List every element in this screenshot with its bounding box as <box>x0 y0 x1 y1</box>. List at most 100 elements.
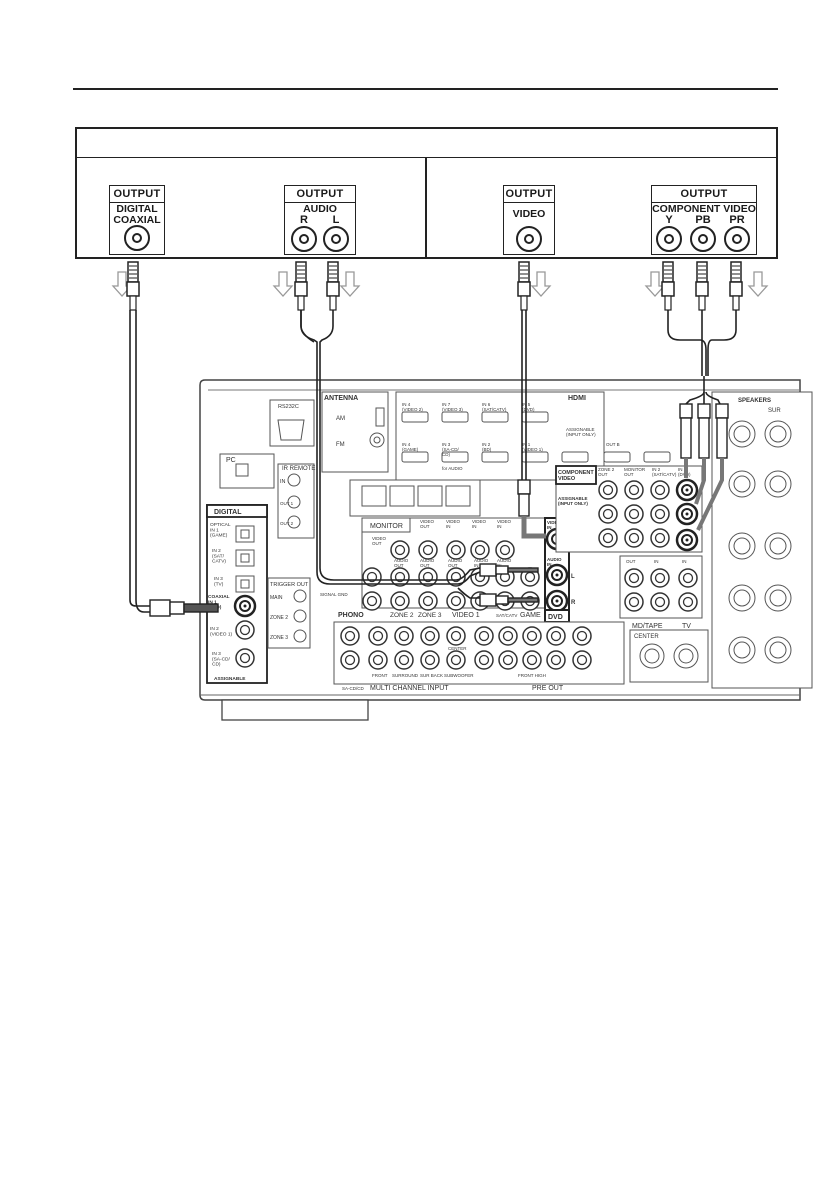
audio-r-jack[interactable] <box>291 226 317 252</box>
trigger-zone3-label: ZONE 3 <box>270 635 288 641</box>
zone3-label: ZONE 3 <box>418 612 442 619</box>
trigger-zone2-label: ZONE 2 <box>270 615 288 621</box>
speaker-center-label: CENTER <box>634 634 659 640</box>
game-label: GAME <box>520 612 541 619</box>
output-label: OUTPUT <box>285 186 355 203</box>
hdmi-in2-label: IN 2(BD) <box>482 442 492 452</box>
in3-tv-label: IN 3(TV) <box>214 576 224 587</box>
comp-out-label: OUT <box>626 559 636 564</box>
digital-coaxial-output-group: OUTPUT DIGITAL COAXIAL <box>109 185 165 255</box>
md-tape-label: MD/TAPE <box>632 623 663 630</box>
for-audio-label: for AUDIO <box>442 466 463 471</box>
component-video-output-group: OUTPUT COMPONENT VIDEO Y PB PR <box>651 185 757 255</box>
audio-label: AUDIO <box>303 203 337 215</box>
hdmi-in7-label: IN 7(VIDEO 3) <box>442 402 463 412</box>
component-input-highlight <box>675 478 699 552</box>
antenna-hdmi-area <box>321 391 671 481</box>
in2-sat-catv-label: IN 2(SAT/CATV) <box>652 467 677 477</box>
analog-section <box>361 517 551 611</box>
hdmi-out-b-label: OUT B <box>606 442 620 447</box>
phono-label: PHONO <box>338 612 364 619</box>
tv-label: TV <box>682 623 691 630</box>
component-y-label: Y <box>665 214 673 226</box>
ir-remote-label: IR REMOTE <box>282 466 315 472</box>
surround-label: SURROUND <box>392 673 419 678</box>
audio-l-label: L <box>332 214 340 226</box>
comp-in-label-2: IN <box>682 559 687 564</box>
hdmi-in4-label: IN 4(VIDEO 2) <box>402 402 423 412</box>
digital-coaxial-jack[interactable] <box>124 225 150 251</box>
dvd-label: DVD <box>548 614 563 621</box>
component-pb-label: PB <box>695 214 711 226</box>
signal-gnd-label: SIGNAL GND <box>320 592 348 597</box>
in3-sacd-label: IN 3(SA-CD/CD) <box>212 651 231 668</box>
speakers-area <box>629 391 813 689</box>
monitor-label: MONITOR <box>370 523 403 530</box>
in2-video1-label: IN 2(VIDEO 1) <box>210 626 233 637</box>
audio-l-jack[interactable] <box>323 226 349 252</box>
digital-jacks <box>235 525 255 668</box>
page-top-rule <box>73 88 778 90</box>
multi-channel-input-label: MULTI CHANNEL INPUT <box>370 685 449 692</box>
digital-coaxial-label: DIGITAL COAXIAL <box>113 203 161 226</box>
trigger-main-label: MAIN <box>270 595 283 601</box>
video-output-group: OUTPUT VIDEO <box>503 185 555 255</box>
component-pr-jack[interactable] <box>724 226 750 252</box>
am-label: AM <box>336 416 345 422</box>
receiver-plugs <box>149 403 729 617</box>
cables <box>129 310 737 613</box>
source-device-header <box>77 129 776 158</box>
sur-label: SUR <box>768 408 781 414</box>
front-high-label: FRONT HIGH <box>518 673 546 678</box>
coaxial-in1-jack <box>233 594 257 618</box>
hdmi-assignable-label: ASSIGNABLE(INPUT ONLY) <box>566 427 596 437</box>
output-label: OUTPUT <box>652 186 756 203</box>
multichannel-preout <box>333 621 625 685</box>
sat-catv-label: SAT/CATV <box>496 613 517 618</box>
sur-back-label: SUR BACK <box>420 673 443 678</box>
assignable-input-only-label: ASSIGNABLE(INPUT ONLY) <box>558 496 588 506</box>
output-label: OUTPUT <box>504 186 554 203</box>
ir-out1-label: OUT 1 <box>280 501 294 506</box>
zone2-label: ZONE 2 <box>390 612 414 619</box>
in2-sat-label: IN 2(SAT/CATV) <box>212 548 226 565</box>
antenna-label: ANTENNA <box>324 395 358 402</box>
comp-in-label: IN <box>654 559 659 564</box>
hdmi-in3-label: IN 3(SA-CD/CD) <box>442 442 459 457</box>
subwoofer-label: SUBWOOFER <box>444 673 474 678</box>
pc-label: PC <box>226 457 236 464</box>
fm-label: FM <box>336 442 345 448</box>
center-label: CENTER <box>448 646 467 651</box>
component-y-jack[interactable] <box>656 226 682 252</box>
video-jack[interactable] <box>516 226 542 252</box>
digital-label: DIGITAL <box>214 509 242 516</box>
panel-divider <box>425 157 427 257</box>
pre-out-label: PRE OUT <box>532 685 564 692</box>
component-video-input-block <box>555 465 703 619</box>
audio-output-group: OUTPUT AUDIO R L <box>284 185 356 255</box>
hdmi-in6-label: IN 6(SAT/CATV) <box>482 402 507 412</box>
speakers-label: SPEAKERS <box>738 398 771 404</box>
trigger-out <box>267 577 311 649</box>
component-video-label: COMPONENT VIDEO <box>652 203 756 215</box>
source-device-panel: OUTPUT DIGITAL COAXIAL OUTPUT AUDIO R L … <box>75 127 778 259</box>
trigger-out-label: TRIGGER OUT <box>270 582 309 588</box>
rs232c-label: RS232C <box>278 404 299 410</box>
video-label: VIDEO <box>512 208 546 220</box>
component-pb-jack[interactable] <box>690 226 716 252</box>
